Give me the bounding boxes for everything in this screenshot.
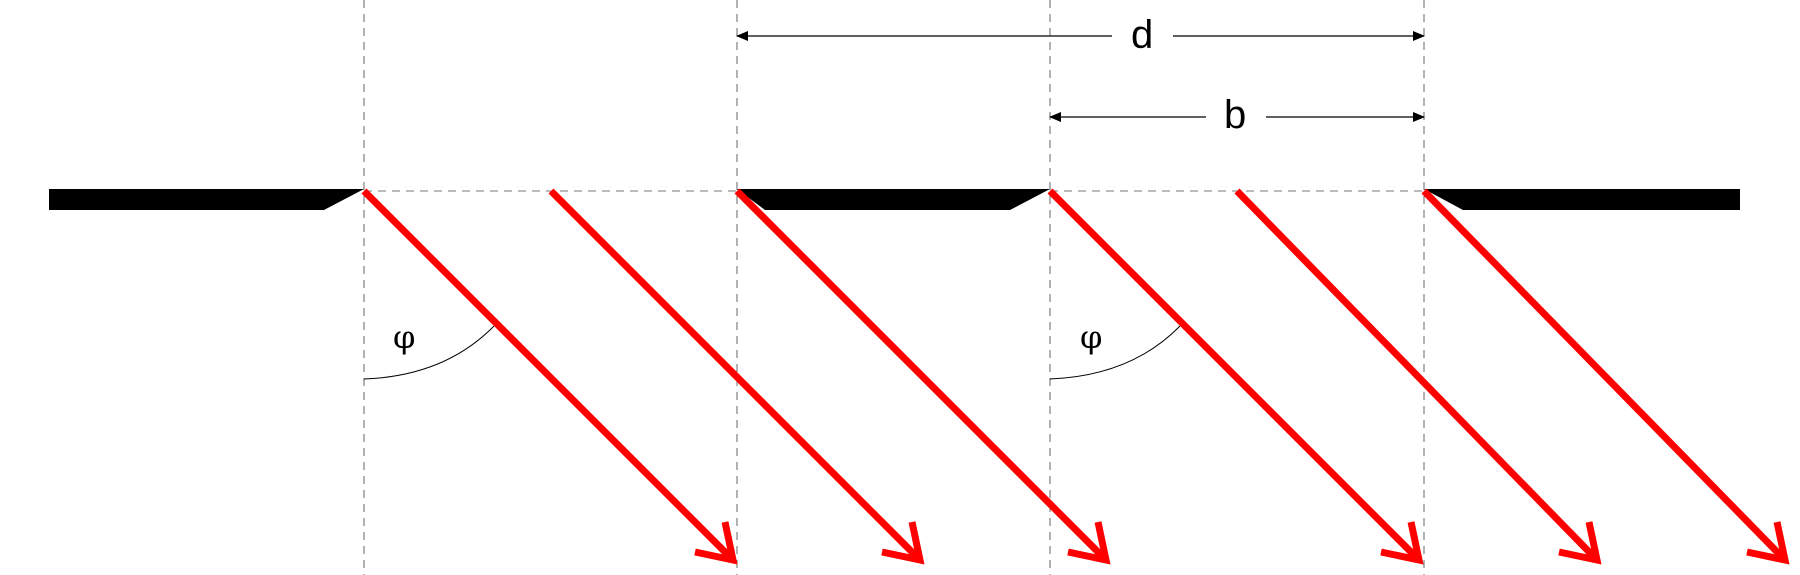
vertical-guides [363,0,1425,575]
grating-bar-right [1424,189,1740,210]
dimension-b-label: b [1224,93,1247,137]
ray-3-arrowhead [1067,521,1111,565]
grating-bar-left [49,189,364,210]
ray-3 [734,188,1111,565]
angle-arcs [363,325,1181,380]
ray-5 [1234,188,1602,565]
diffracted-rays [361,188,1790,565]
ray-4 [1047,188,1424,565]
angle-arc-right [1049,325,1181,380]
ray-1 [361,188,738,565]
dimension-d-label: d [1131,13,1154,57]
ray-5-arrowhead [1558,521,1602,565]
angle-phi-label-right: φ [1080,318,1103,356]
ray-2 [548,188,925,565]
ray-6 [1421,188,1790,565]
ray-4-arrowhead [1380,521,1424,565]
grating-bars [49,189,1740,210]
ray-2-arrowhead [881,521,925,565]
ray-6-arrowhead [1746,521,1790,565]
grating-bar-middle [737,189,1050,210]
angle-phi-label-left: φ [393,318,416,356]
angle-arc-left [363,325,495,380]
ray-1-arrowhead [694,521,738,565]
